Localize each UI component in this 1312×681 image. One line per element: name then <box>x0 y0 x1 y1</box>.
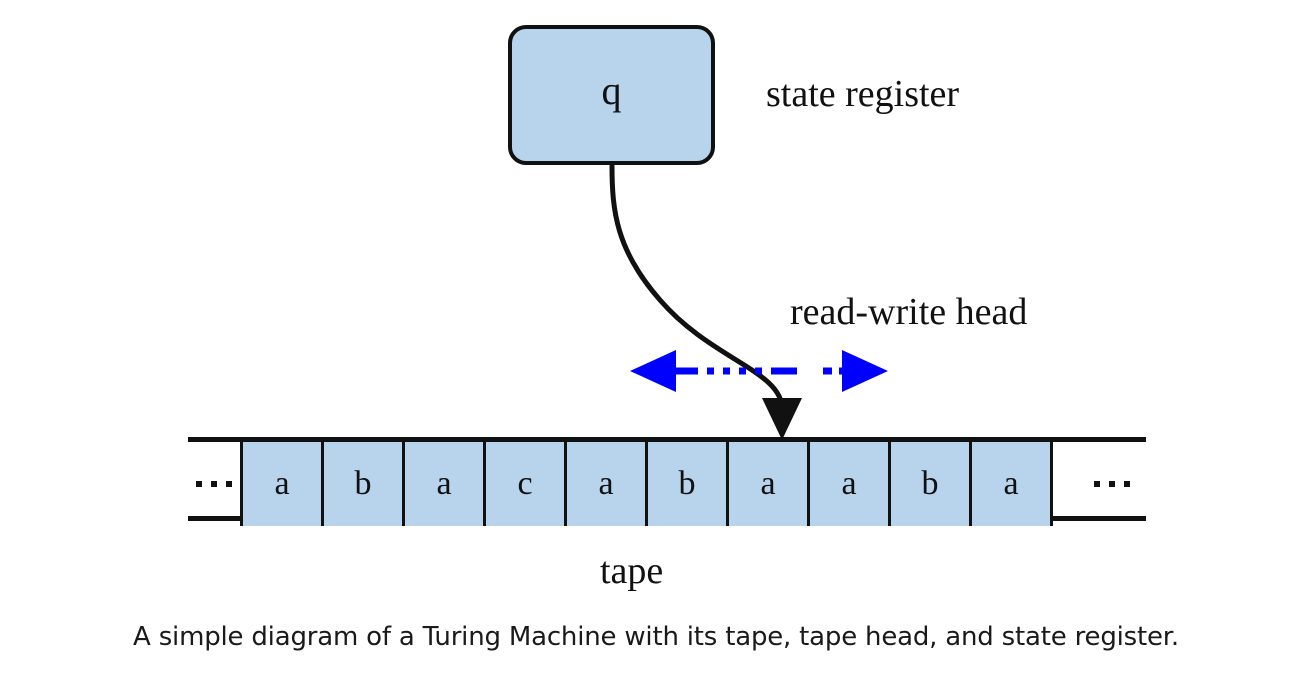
tape-cell[interactable]: b <box>645 442 729 526</box>
state-to-head-curve-line <box>609 163 785 409</box>
head-pointer-arrowhead <box>762 398 802 440</box>
read-write-head-label: read-write head <box>790 291 1028 333</box>
head-direction-arrowhead-right <box>842 350 888 392</box>
state-register-label: state register <box>766 73 960 115</box>
ellipsis-dot <box>196 481 202 487</box>
ellipsis-dot <box>1109 481 1115 487</box>
tape-cell[interactable]: a <box>402 442 486 526</box>
tape-cell[interactable]: a <box>564 442 648 526</box>
state-register-box: q <box>508 25 715 165</box>
ellipsis-dot <box>1094 481 1100 487</box>
head-direction-double-arrow <box>630 350 888 392</box>
tape-cell[interactable]: a <box>969 442 1053 526</box>
figure-caption: A simple diagram of a Turing Machine wit… <box>133 622 1179 652</box>
tape-cell[interactable]: c <box>483 442 567 526</box>
head-direction-arrowhead-left <box>630 350 676 392</box>
tape-ellipsis-left <box>188 442 240 526</box>
tape-cell[interactable]: a <box>807 442 891 526</box>
ellipsis-dot <box>226 481 232 487</box>
tape-cell[interactable]: b <box>888 442 972 526</box>
tape-ellipsis-right <box>1078 442 1146 526</box>
tape-cell[interactable]: b <box>321 442 405 526</box>
ellipsis-dot <box>1124 481 1130 487</box>
ellipsis-dot <box>211 481 217 487</box>
state-register-value: q <box>601 68 622 113</box>
tape-cell[interactable]: a <box>726 442 810 526</box>
tape-label: tape <box>600 550 664 592</box>
tape-cell[interactable]: a <box>240 442 324 526</box>
